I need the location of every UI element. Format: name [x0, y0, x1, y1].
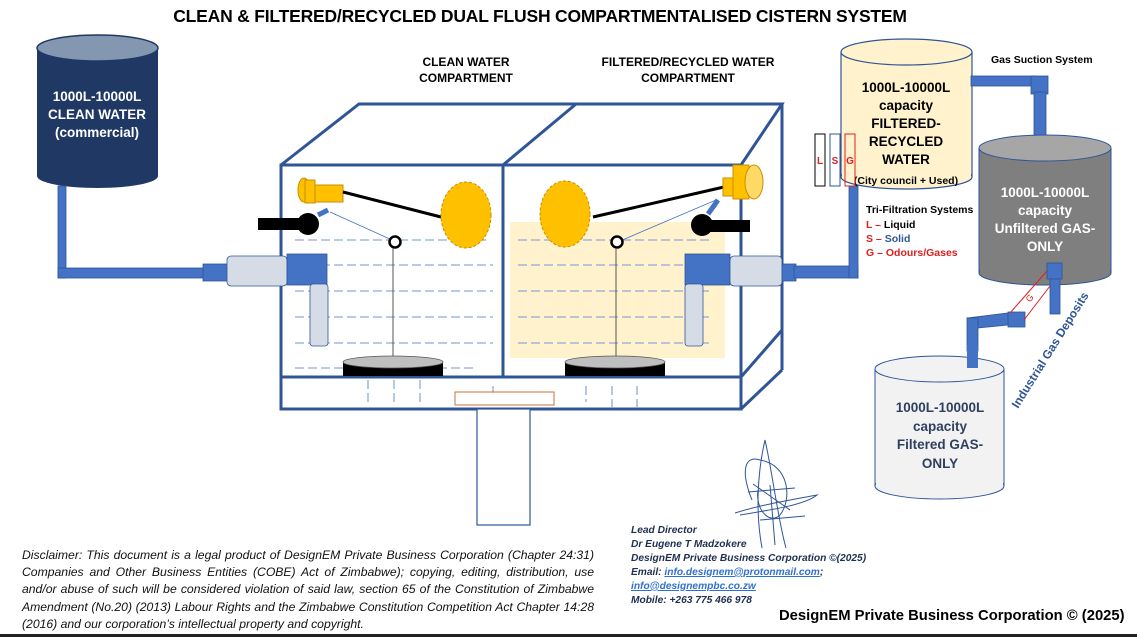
recycled-tank-line-2: capacity [879, 98, 934, 113]
recycled-flush-ring [610, 235, 624, 249]
signature-role: Lead Director [631, 525, 697, 536]
clean-tank-line-1: 1000L-10000L [53, 89, 142, 104]
unfiltered-tank-line-4: ONLY [1027, 239, 1063, 254]
clean-fill-valve [258, 177, 344, 235]
recycled-inlet-fitting [684, 253, 783, 347]
recycled-compartment-line-2: COMPARTMENT [641, 71, 735, 85]
filter-label-g: G [846, 156, 854, 167]
unfiltered-tank-line-3: Unfiltered GAS- [995, 221, 1096, 236]
signature-email-row: Email: info.designem@protonmail.com; [631, 566, 866, 580]
filter-label-s: S [832, 156, 839, 167]
clean-flapper [342, 355, 444, 376]
email-link-protonmail[interactable]: info.designem@protonmail.com [664, 566, 820, 578]
clean-compartment-line-1: CLEAN WATER [422, 55, 509, 69]
gas-filter: G [1009, 270, 1051, 321]
clean-tank-line-2: CLEAN WATER [48, 107, 146, 122]
recycled-flush-cord [619, 199, 717, 242]
flush-outlet-channel [454, 391, 555, 406]
clean-supply-pipe [57, 185, 229, 282]
compartment-labels: CLEAN WATER COMPARTMENT FILTERED/RECYCLE… [419, 55, 775, 85]
clean-flush-cord [329, 211, 393, 241]
clean-float-arm [342, 190, 442, 219]
recycled-tank-line-1: 1000L-10000L [862, 80, 951, 95]
legend-solid: S – Solid [866, 233, 910, 245]
filtered-gas-tank: 1000L-10000L capacity Filtered GAS- ONLY [874, 345, 1005, 500]
signature-company: DesignEM Private Business Corporation ©(… [631, 552, 867, 564]
unfiltered-gas-tank: 1000L-10000L capacity Unfiltered GAS- ON… [978, 134, 1112, 286]
legend-title: Tri-Filtration Systems [866, 204, 974, 216]
signature-name: Dr Eugene T Madzokere [631, 538, 747, 550]
clean-compartment-line-2: COMPARTMENT [419, 71, 513, 85]
recycled-float-arm [592, 185, 725, 219]
recycled-float-ball [539, 180, 591, 248]
clean-flush-ring [388, 235, 402, 249]
filtered-gas-line-3: Filtered GAS- [897, 437, 983, 452]
director-signature [734, 439, 819, 549]
drain-pipe [476, 408, 531, 526]
bottom-divider [0, 634, 1137, 637]
recycled-fill-valve [691, 164, 764, 236]
footer-copyright: DesignEM Private Business Corporation © … [779, 608, 1125, 624]
recycled-compartment-line-1: FILTERED/RECYCLED WATER [602, 55, 775, 69]
filtered-gas-line-2: capacity [913, 419, 968, 434]
filtered-gas-line-1: 1000L-10000L [896, 400, 985, 415]
tri-filtration-legend: Tri-Filtration Systems L – Liquid S – So… [866, 204, 974, 259]
signature-mobile: Mobile: +263 775 466 978 [631, 594, 752, 606]
clean-float-ball [440, 181, 492, 249]
gas-suction-label: Gas Suction System [991, 54, 1093, 66]
legal-disclaimer: Disclaimer: This document is a legal pro… [22, 548, 594, 631]
signature-block: Lead Director Dr Eugene T Madzokere Desi… [631, 524, 866, 607]
gas-filter-label: G [1024, 292, 1036, 304]
legend-liquid: L – Liquid [866, 219, 915, 231]
recycled-tank-note: (City council + Used) [854, 175, 958, 187]
clean-water-tank: 1000L-10000L CLEAN WATER (commercial) [36, 34, 159, 188]
recycled-tank-line-4: RECYCLED [869, 134, 944, 149]
clean-inlet-fitting [226, 253, 329, 347]
unfiltered-tank-line-2: capacity [1018, 203, 1073, 218]
recycled-water-tank: 1000L-10000L capacity FILTERED- RECYCLED… [840, 38, 973, 190]
diagram-title: CLEAN & FILTERED/RECYCLED DUAL FLUSH COM… [173, 6, 907, 26]
unfiltered-tank-line-1: 1000L-10000L [1001, 185, 1090, 200]
email-label: Email: [631, 566, 665, 578]
tri-filter-cartridges: L S G [814, 133, 856, 187]
recycled-flapper [564, 355, 666, 376]
gas-transfer-pipe [966, 262, 1063, 352]
recycled-tank-line-3: FILTERED- [871, 116, 941, 131]
email-link-designempbc[interactable]: info@designempbc.co.zw [631, 580, 756, 592]
recycled-supply-pipe [781, 185, 859, 282]
filter-label-l: L [817, 156, 823, 167]
cistern-box [279, 102, 785, 411]
legend-gases: G – Odours/Gases [866, 247, 958, 259]
clean-tank-line-3: (commercial) [55, 125, 139, 140]
email-separator: ; [819, 566, 824, 578]
recycled-tank-line-5: WATER [882, 152, 930, 167]
filtered-gas-line-4: ONLY [922, 456, 958, 471]
